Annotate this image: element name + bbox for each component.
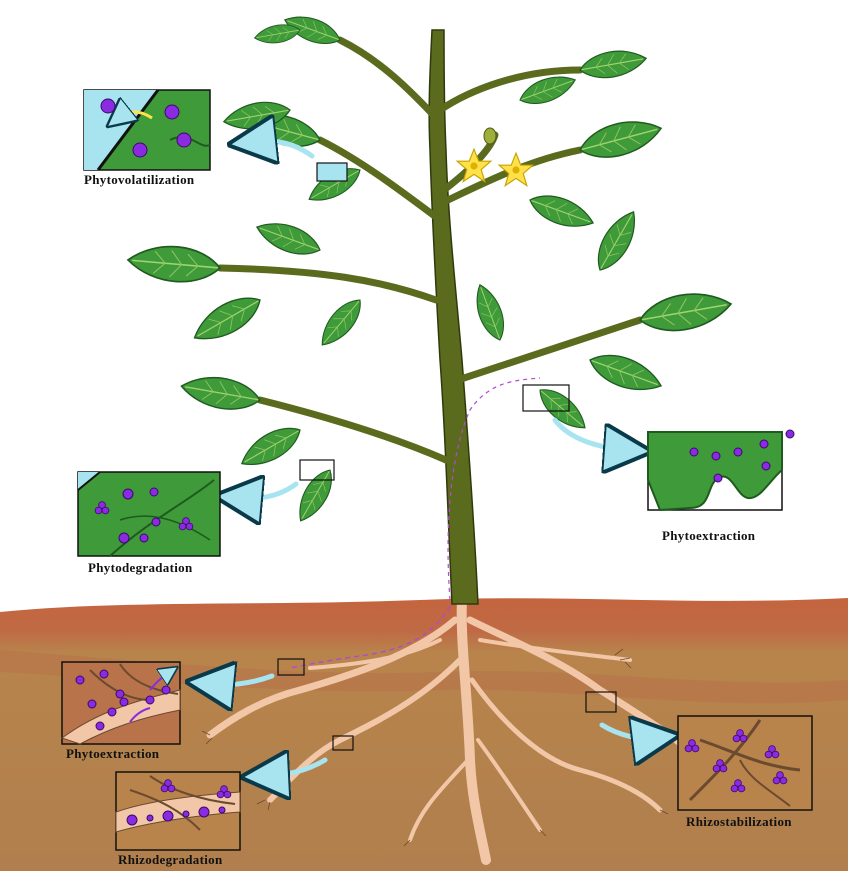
contaminant-dot-icon bbox=[119, 533, 129, 543]
contaminant-dot-icon bbox=[734, 448, 742, 456]
label-phytoextraction-leaf: Phytoextraction bbox=[662, 528, 755, 544]
contaminant-dot-icon bbox=[150, 488, 158, 496]
contaminant-dot-icon bbox=[177, 133, 191, 147]
contaminant-dot-icon bbox=[786, 430, 794, 438]
contaminant-dot-icon bbox=[183, 811, 189, 817]
contaminant-dot-icon bbox=[120, 698, 128, 706]
contaminant-dot-icon bbox=[146, 696, 154, 704]
label-phytodegradation: Phytodegradation bbox=[88, 560, 192, 576]
inset-phytoextraction-leaf bbox=[648, 430, 794, 510]
contaminant-dot-icon bbox=[760, 440, 768, 448]
contaminant-dot-icon bbox=[147, 815, 153, 821]
inset-phytodegradation bbox=[78, 472, 220, 556]
label-rhizostabilization: Rhizostabilization bbox=[686, 814, 792, 830]
contaminant-dot-icon bbox=[116, 690, 124, 698]
contaminant-dot-icon bbox=[133, 143, 147, 157]
contaminant-dot-icon bbox=[162, 686, 170, 694]
contaminant-dot-icon bbox=[762, 462, 770, 470]
arrow-icon bbox=[555, 420, 628, 450]
contaminant-dot-icon bbox=[152, 518, 160, 526]
label-phytovolatilization: Phytovolatilization bbox=[84, 172, 194, 188]
contaminant-dot-icon bbox=[219, 807, 225, 813]
contaminant-dot-icon bbox=[714, 474, 722, 482]
inset-phytoextraction-root bbox=[62, 662, 180, 744]
contaminant-dot-icon bbox=[101, 99, 115, 113]
label-phytoextraction-root: Phytoextraction bbox=[66, 746, 159, 762]
contaminant-dot-icon bbox=[199, 807, 209, 817]
contaminant-dot-icon bbox=[140, 534, 148, 542]
inset-rhizodegradation bbox=[116, 772, 240, 850]
contaminant-dot-icon bbox=[123, 489, 133, 499]
contaminant-dot-icon bbox=[165, 105, 179, 119]
contaminant-dot-icon bbox=[163, 811, 173, 821]
contaminant-dot-icon bbox=[100, 670, 108, 678]
flower-icon bbox=[499, 153, 533, 185]
contaminant-dot-icon bbox=[690, 448, 698, 456]
contaminant-dot-icon bbox=[127, 815, 137, 825]
label-rhizodegradation: Rhizodegradation bbox=[118, 852, 222, 868]
contaminant-dot-icon bbox=[712, 452, 720, 460]
contaminant-dot-icon bbox=[96, 722, 104, 730]
arrow-icon bbox=[238, 484, 296, 498]
contaminant-dot-icon bbox=[108, 708, 116, 716]
contaminant-dot-icon bbox=[76, 676, 84, 684]
inset-rhizostabilization bbox=[678, 716, 812, 810]
inset-phytovolatilization bbox=[84, 90, 210, 170]
contaminant-dot-icon bbox=[88, 700, 96, 708]
